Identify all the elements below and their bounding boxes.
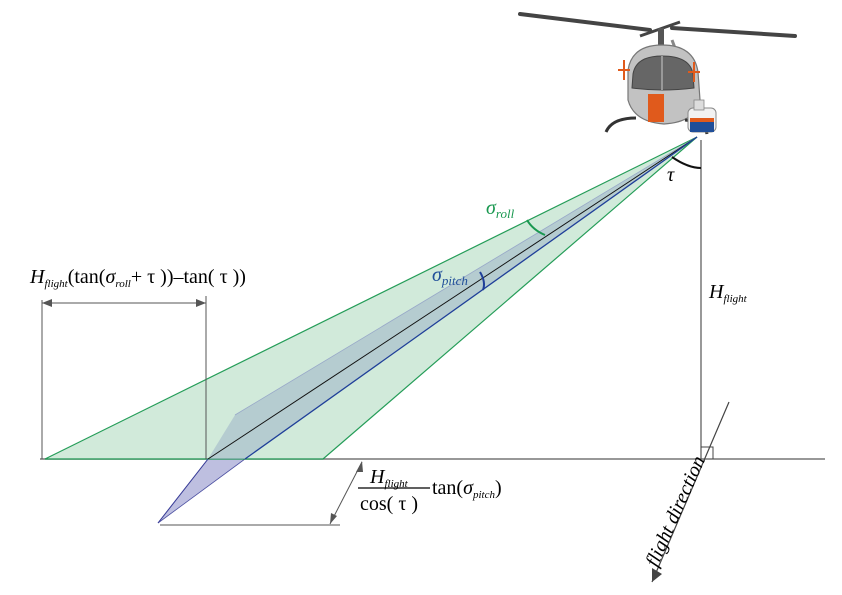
- height-label: Hflight: [708, 281, 748, 305]
- sigma-pitch-arc: [479, 271, 485, 291]
- roll-swath: [44, 136, 698, 460]
- pitch-dim-arrow-top: [356, 461, 363, 472]
- tau-label: τ: [667, 164, 675, 186]
- pitch-ray-lower: [157, 458, 209, 524]
- pitch-dim-arrow-bottom: [330, 513, 337, 524]
- swath-offset-formula: Hflight(tan(σroll+ τ ))–tan( τ )): [29, 266, 246, 290]
- pitch-ray: [244, 136, 698, 460]
- flight-direction-label: flight direction: [641, 453, 709, 570]
- pitch-formula-denominator: cos( τ ): [360, 493, 418, 515]
- right-angle-marker: [701, 446, 714, 459]
- dim-arrow-right: [196, 299, 206, 307]
- sigma-pitch-label: σpitch: [432, 264, 468, 288]
- pitch-footprint-lower: [157, 458, 247, 524]
- dim-arrow-left: [42, 299, 52, 307]
- pitch-formula-numerator: Hflight: [369, 466, 409, 490]
- tau-angle-arc: [671, 156, 702, 169]
- pitch-dim-line: [329, 461, 363, 525]
- sigma-roll-label: σroll: [486, 197, 515, 221]
- pitch-formula-tan: tan(σpitch): [432, 477, 502, 501]
- pitch-swath-edge: [234, 136, 698, 416]
- sigma-roll-arc: [526, 219, 546, 236]
- helicopter-illustration: [518, 12, 797, 135]
- flight-direction-arrowhead: [652, 568, 662, 582]
- flight-direction-line: [651, 401, 730, 583]
- center-ray: [207, 136, 698, 460]
